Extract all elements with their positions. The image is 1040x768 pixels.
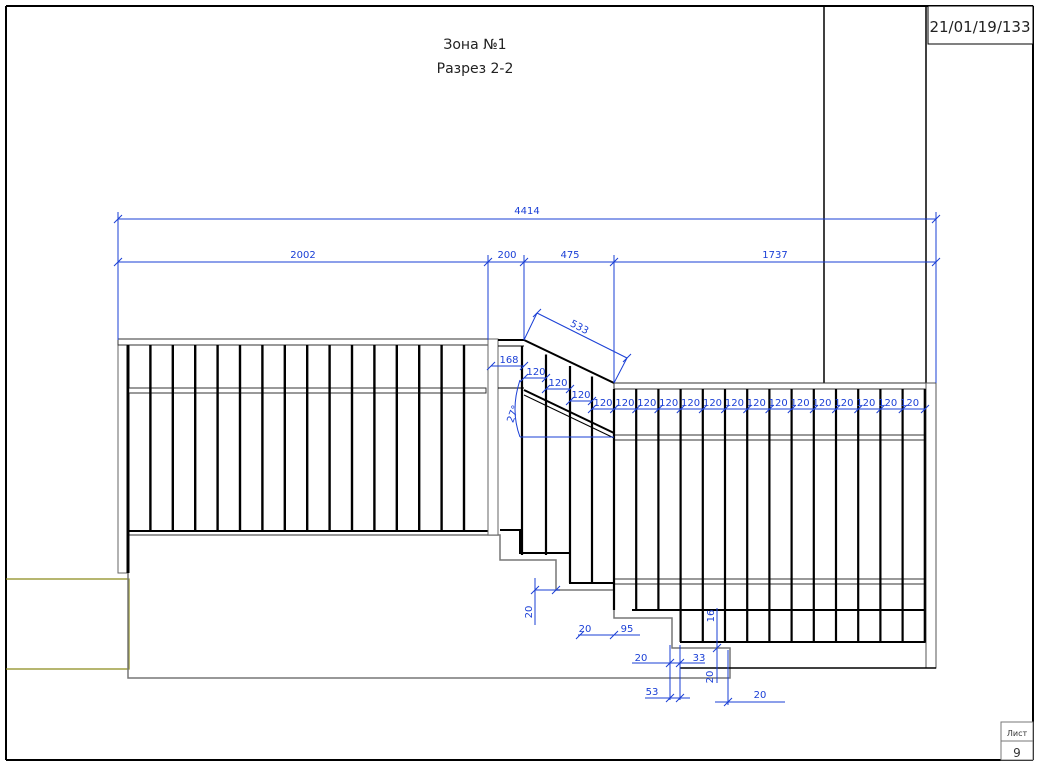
dim-baluster-spacing: 120 <box>703 398 722 409</box>
dim-left-span: 2002 <box>290 250 315 261</box>
svg-text:9: 9 <box>1013 746 1021 760</box>
dim-stair-span: 475 <box>560 250 579 261</box>
dimension-labels: 4414 2002 200 475 1737 533 168 27° 120 1… <box>290 206 919 701</box>
dim-baluster-spacing: 120 <box>878 398 897 409</box>
svg-text:21/01/19/133: 21/01/19/133 <box>929 18 1030 36</box>
dim-baluster-spacing: 120 <box>856 398 875 409</box>
dim-step-rise: 20 <box>524 606 535 619</box>
title-block-code: 21/01/19/133 <box>927 5 1034 45</box>
ground-outline <box>6 578 130 670</box>
dim-angle: 27° <box>505 404 521 424</box>
dim-baluster-spacing: 120 <box>615 398 634 409</box>
dim-stair-spacing: 120 <box>526 367 545 378</box>
dim-post-gap: 200 <box>497 250 516 261</box>
dim-right-span: 1737 <box>762 250 787 261</box>
sheet-frame <box>5 5 1034 761</box>
dim-step-a: 20 <box>579 624 592 635</box>
dim-stair-spacing: 120 <box>571 390 590 401</box>
railing-right-section <box>613 382 937 669</box>
dim-baluster-spacing: 120 <box>681 398 700 409</box>
dim-step-g: 20 <box>705 671 716 684</box>
dim-baluster-spacing: 120 <box>769 398 788 409</box>
zone-title: Зона №1 <box>443 37 506 53</box>
dim-step-h: 20 <box>754 690 767 701</box>
dim-step-e: 53 <box>646 687 659 698</box>
dim-stair-spacing: 120 <box>548 378 567 389</box>
dim-baluster-spacing: 120 <box>593 398 612 409</box>
dim-step-c: 20 <box>635 653 648 664</box>
dim-baluster-spacing: 120 <box>900 398 919 409</box>
dim-step-d: 33 <box>693 653 706 664</box>
dimension-lines <box>113 212 941 707</box>
dim-baluster-spacing: 120 <box>725 398 744 409</box>
dim-overall: 4414 <box>514 206 539 217</box>
svg-text:Лист: Лист <box>1007 729 1028 738</box>
dim-baluster-spacing: 120 <box>834 398 853 409</box>
dim-baluster-spacing: 120 <box>659 398 678 409</box>
section-title: Разрез 2-2 <box>437 61 514 77</box>
sheet-number-box: Лист 9 <box>1000 721 1034 761</box>
dim-baluster-spacing: 120 <box>791 398 810 409</box>
dim-step-b: 95 <box>621 624 634 635</box>
dim-baluster-spacing: 120 <box>637 398 656 409</box>
slab-outline <box>127 534 731 679</box>
dim-baluster-spacing: 120 <box>747 398 766 409</box>
dim-step-f: 16 <box>706 610 717 623</box>
dim-post-offset: 168 <box>499 355 518 366</box>
dim-baluster-spacing: 120 <box>812 398 831 409</box>
